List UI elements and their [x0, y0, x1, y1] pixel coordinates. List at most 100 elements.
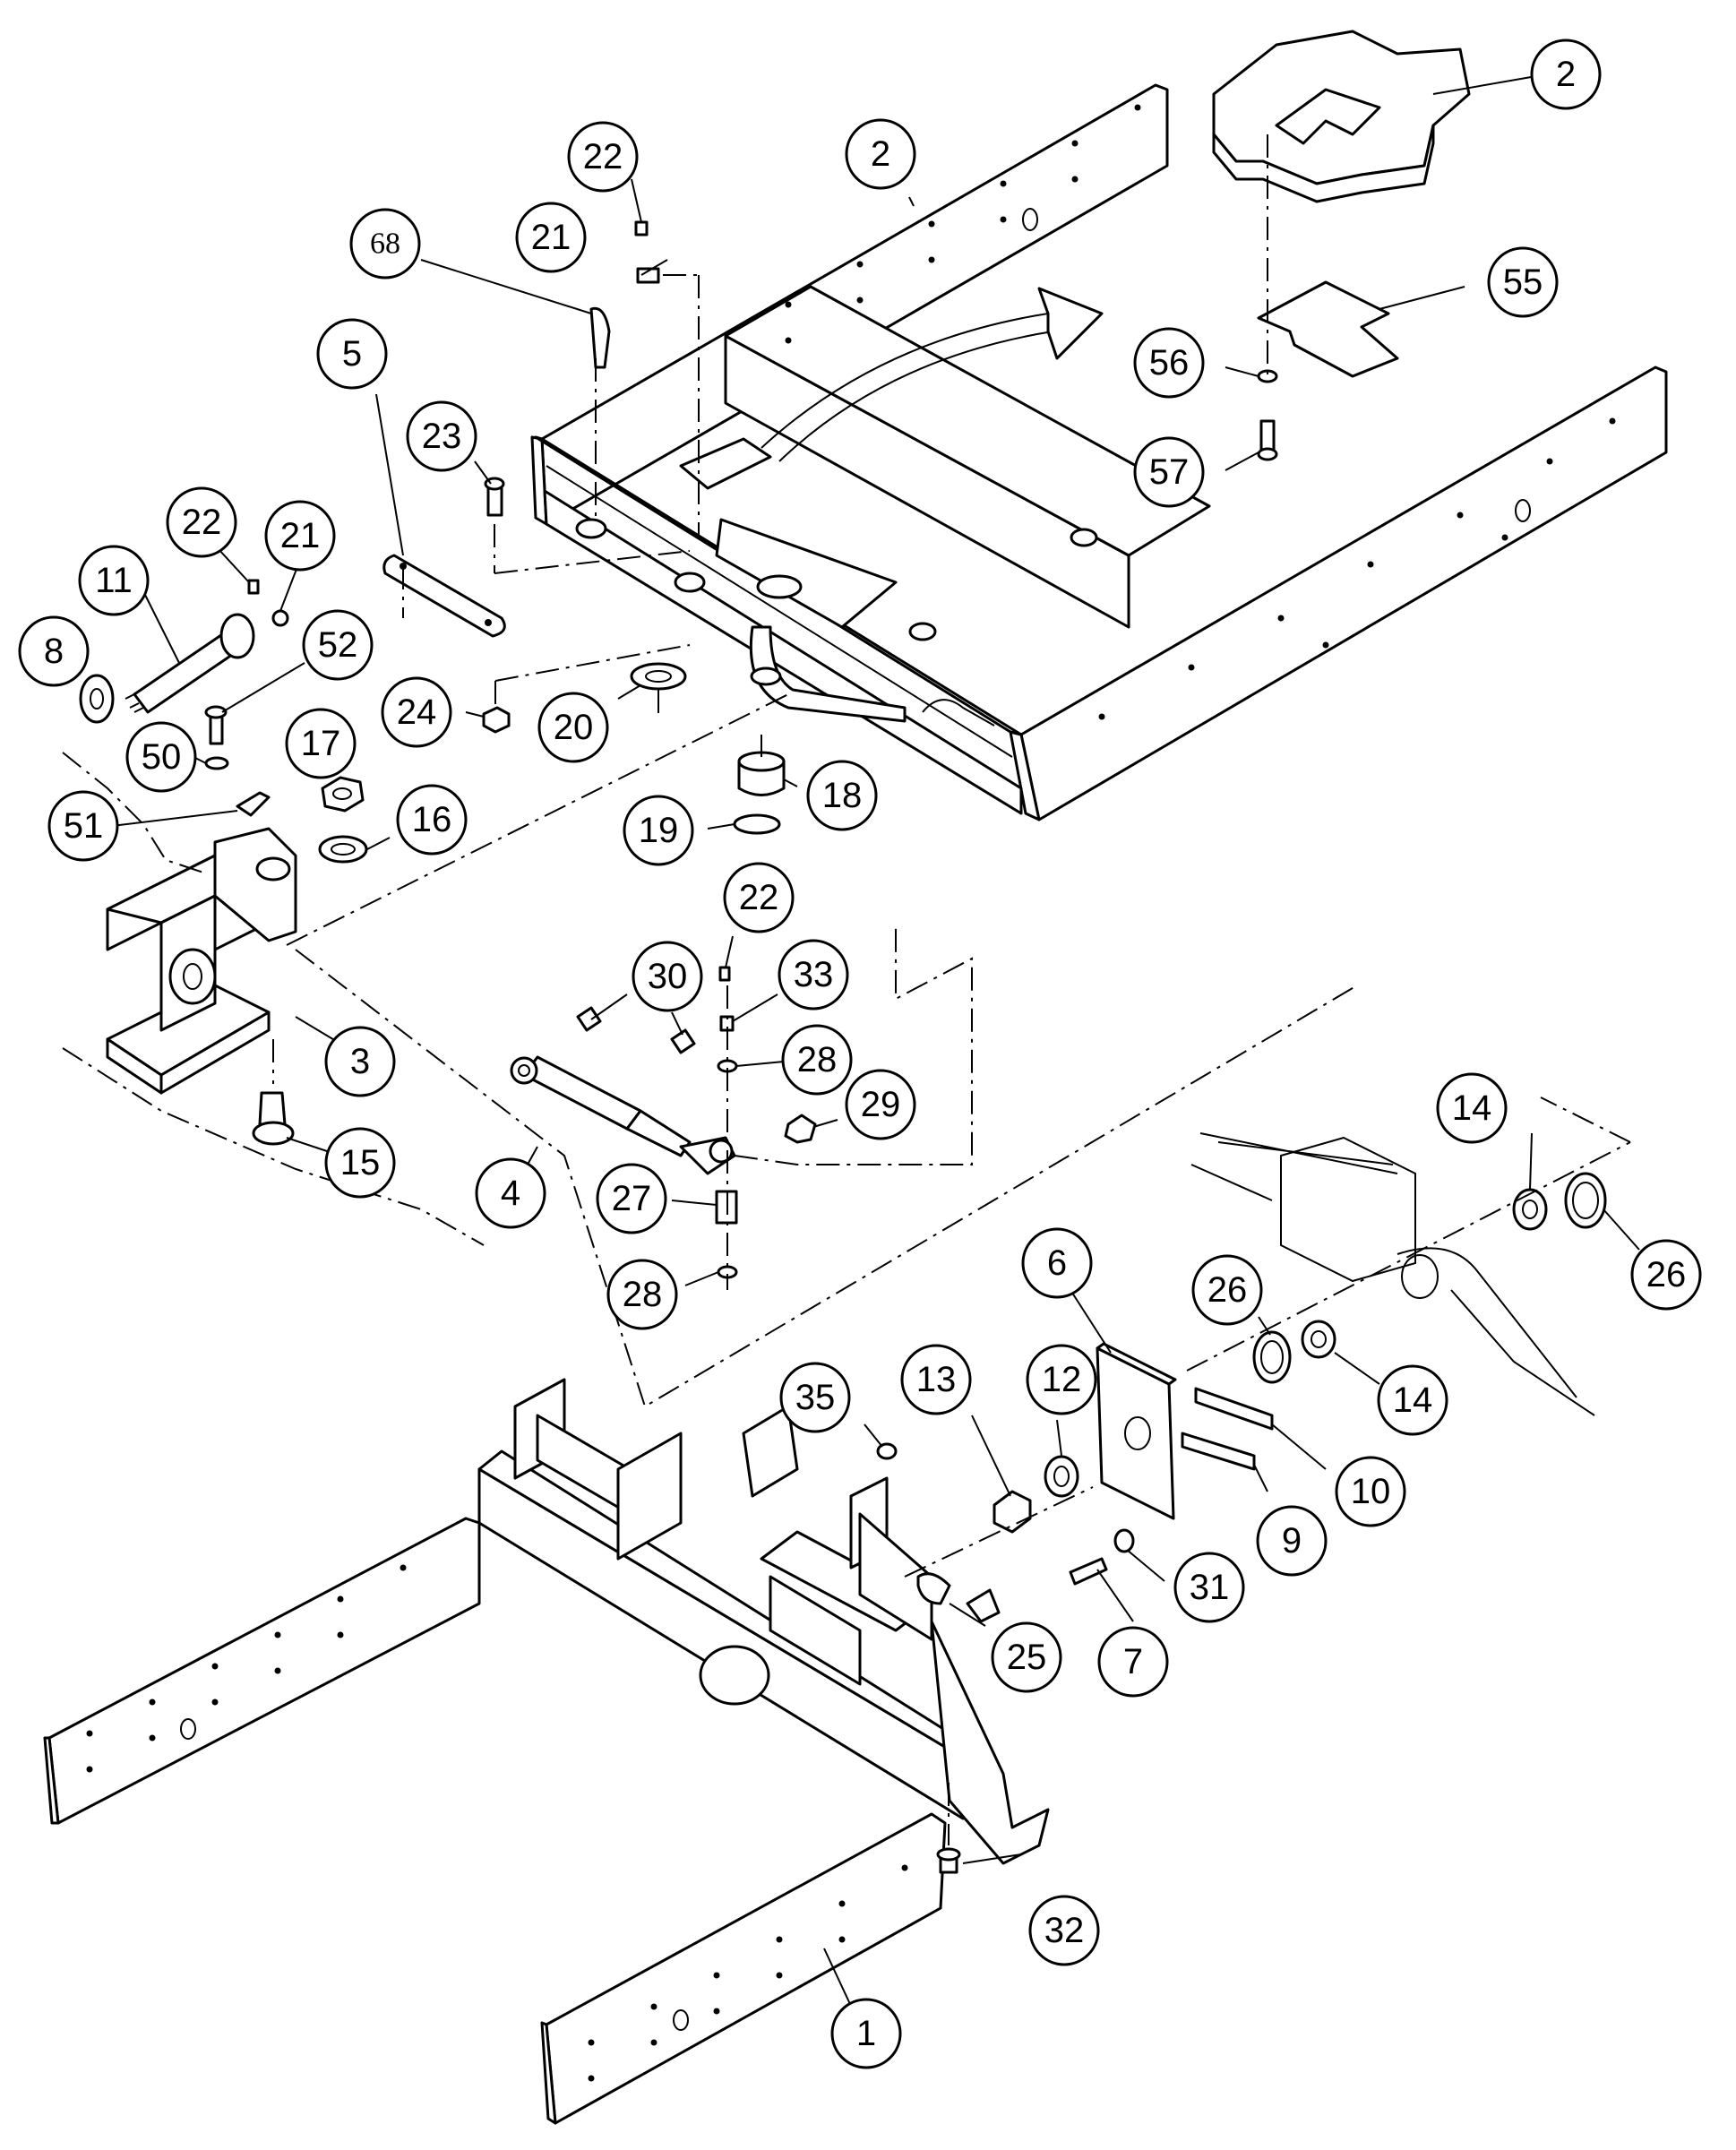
callout-number: 25: [1007, 1638, 1047, 1677]
callout-circle: [406, 400, 477, 472]
seat-plate-part-2: [908, 30, 1537, 471]
callout-circle: [78, 545, 150, 616]
callout-29: 29: [845, 1069, 916, 1140]
callout-14: 14: [1436, 1072, 1508, 1144]
callout-circle: [632, 941, 703, 1012]
callout-number: 11: [95, 561, 133, 600]
callout-circle: [596, 1163, 667, 1234]
callout-circle: [778, 939, 849, 1010]
callout-circle: [723, 862, 795, 933]
callout-28: 28: [781, 1024, 853, 1096]
callout-circle: [18, 615, 90, 687]
callout-circle: [1436, 1072, 1508, 1144]
callout-9: 9: [1256, 1505, 1328, 1577]
callout-17: 17: [285, 708, 357, 779]
callout-number: 35: [795, 1378, 836, 1417]
callout-33: 33: [778, 939, 849, 1010]
callout-21: 21: [515, 202, 587, 273]
callout-52: 52: [302, 609, 374, 681]
callout-circle: [125, 721, 197, 793]
callout-number: 20: [554, 708, 594, 747]
callout-10: 10: [1335, 1456, 1406, 1527]
callout-number: 52: [318, 625, 358, 665]
callout-15: 15: [324, 1127, 396, 1199]
callout-26: 26: [1191, 1254, 1263, 1326]
callout-circle: [1256, 1505, 1328, 1577]
callout-number: 51: [64, 806, 104, 846]
callout-number: 33: [794, 955, 834, 994]
callout-circle: [324, 1026, 396, 1097]
link-and-pin-group: [375, 178, 798, 835]
callout-number: 16: [412, 800, 452, 839]
callout-23: 23: [406, 400, 477, 472]
callout-22: 22: [166, 486, 237, 558]
callout-number: 14: [1393, 1380, 1433, 1420]
callout-number: 29: [861, 1085, 901, 1124]
callout-8: 8: [18, 615, 90, 687]
callout-circle: [1377, 1364, 1448, 1436]
callout-number: 26: [1207, 1270, 1248, 1310]
callout-51: 51: [47, 790, 119, 862]
callout-circle: [1191, 1254, 1263, 1326]
callout-number: 21: [531, 218, 572, 257]
callout-4: 4: [475, 1157, 546, 1229]
callout-number: 19: [639, 811, 679, 850]
callout-circle: [806, 760, 878, 831]
callout-circle: [1530, 39, 1602, 110]
callout-circle: [381, 676, 452, 748]
callout-14: 14: [1377, 1364, 1448, 1436]
callout-number: 6: [1047, 1243, 1067, 1283]
callout-number: 1: [856, 2014, 876, 2053]
callout-circle: [1021, 1227, 1093, 1299]
callout-number: 18: [822, 776, 863, 815]
callout-circle: [264, 500, 336, 572]
callout-number: 8: [44, 632, 64, 671]
callout-circle: [830, 1998, 902, 2069]
callout-number: 27: [612, 1179, 652, 1218]
callout-number: 28: [797, 1040, 838, 1079]
callout-50: 50: [125, 721, 197, 793]
callout-19: 19: [623, 795, 694, 866]
callout-24: 24: [381, 676, 452, 748]
callout-number: 2: [1556, 55, 1576, 94]
callout-circle: [991, 1621, 1062, 1693]
hydraulic-cylinder-group: [510, 923, 973, 1290]
callout-number: 13: [916, 1360, 957, 1399]
callout-number: 21: [280, 516, 321, 555]
lower-frame-part-1: [43, 1378, 1050, 2125]
callout-7: 7: [1097, 1626, 1169, 1698]
callout-56: 56: [1133, 327, 1205, 399]
callout-circle: [349, 208, 421, 280]
callout-circle: [781, 1024, 853, 1096]
callout-number: 12: [1042, 1360, 1082, 1399]
callout-number: 22: [182, 503, 222, 542]
callout-number: 24: [397, 692, 437, 732]
callout-circle: [606, 1259, 678, 1330]
callout-circle: [1335, 1456, 1406, 1527]
callout-number: 2: [871, 134, 890, 174]
callout-number: 22: [583, 137, 623, 176]
callout-circle: [1133, 327, 1205, 399]
callout-6: 6: [1021, 1227, 1093, 1299]
callout-circle: [285, 708, 357, 779]
callout-number: 30: [648, 957, 688, 996]
callout-number: 23: [422, 417, 462, 456]
callout-18: 18: [806, 760, 878, 831]
callout-circle: [166, 486, 237, 558]
callout-2: 2: [1530, 39, 1602, 110]
callout-22: 22: [723, 862, 795, 933]
callout-circle: [900, 1344, 972, 1415]
callout-number: 7: [1123, 1642, 1143, 1681]
callout-circle: [1487, 246, 1559, 318]
callout-circle: [47, 790, 119, 862]
callout-35: 35: [779, 1362, 851, 1433]
callout-3: 3: [324, 1026, 396, 1097]
callout-circle: [779, 1362, 851, 1433]
callout-number: 10: [1351, 1472, 1391, 1511]
callout-number: 3: [350, 1042, 370, 1081]
callout-circle: [515, 202, 587, 273]
callout-circle: [845, 1069, 916, 1140]
callout-16: 16: [396, 784, 468, 856]
